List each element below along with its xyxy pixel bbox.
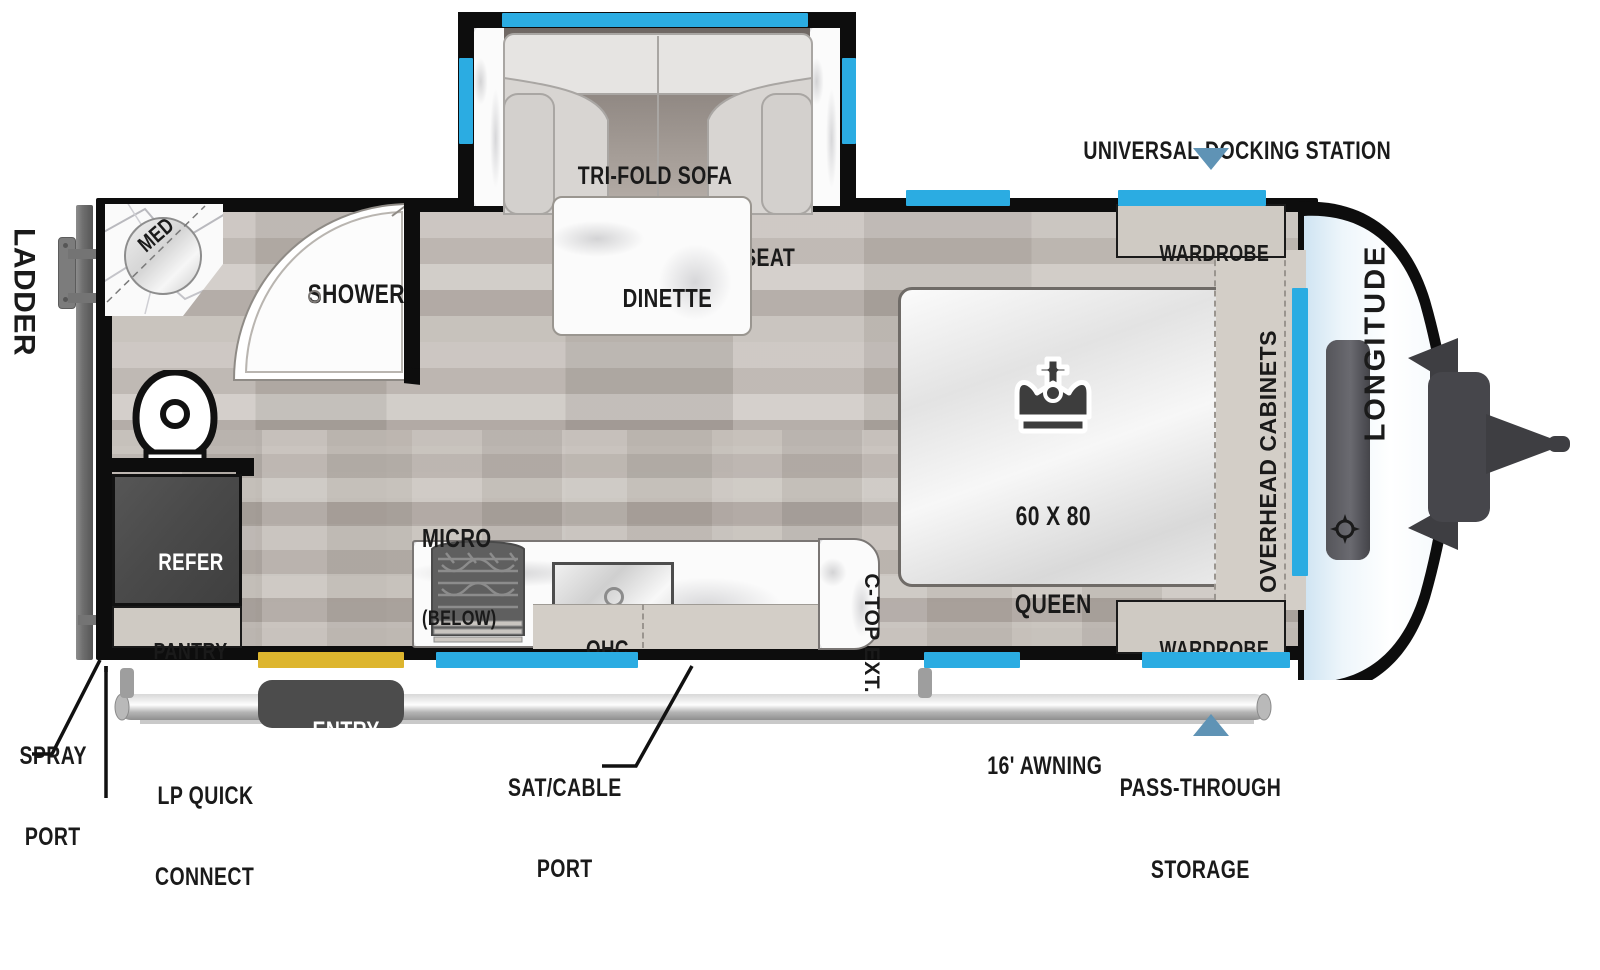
pass-through-storage-label: PASS-THROUGH STORAGE: [1119, 773, 1281, 885]
docking-station-arrow-icon: [1193, 148, 1229, 170]
window-top-front[interactable]: [1118, 190, 1266, 206]
pantry[interactable]: [112, 606, 242, 648]
refrigerator[interactable]: [112, 474, 242, 606]
ctop-ext-label: C-TOP EXT.: [860, 573, 884, 694]
kitchen-divider-counter: [112, 458, 244, 472]
window-slideout-left[interactable]: [459, 58, 473, 144]
shower-drain-icon: [308, 290, 321, 303]
sat-cable-leader: [602, 665, 694, 768]
refer-label: REFER: [158, 549, 225, 577]
window-slideout-right[interactable]: [842, 58, 856, 144]
ladder-label: LADDER: [7, 228, 41, 356]
ohc-divider: [642, 604, 644, 648]
window-bottom-front[interactable]: [1142, 652, 1290, 668]
window-top-mid[interactable]: [906, 190, 1010, 206]
overhead-cabinets[interactable]: [1216, 250, 1306, 610]
window-slideout-top[interactable]: [502, 13, 808, 27]
entry-badge[interactable]: [258, 680, 404, 728]
wardrobe-top-label: WARDROBE: [1159, 240, 1270, 267]
cooktop[interactable]: [428, 535, 528, 645]
floorplan-canvas: LADDER LONGITUDE: [7, 12, 1570, 891]
entry-door-threshold[interactable]: [258, 652, 404, 668]
awning-label: 16' AWNING: [987, 752, 1103, 781]
countertop-extension[interactable]: [818, 538, 880, 650]
hitch-assembly: [1408, 338, 1570, 550]
ladder-assembly: [58, 205, 106, 660]
awning-rail: [114, 668, 1272, 724]
bed-size-label: 60 X 80 QUEEN: [1014, 500, 1092, 619]
window-bottom-mid[interactable]: [924, 652, 1020, 668]
overhead-cabinet-band: [533, 604, 823, 649]
overhead-cabinets-edge: [1284, 250, 1286, 610]
bathroom-wall-foot: [404, 367, 420, 385]
tri-fold-sofa[interactable]: [498, 28, 818, 228]
slideout-wall-right: [810, 28, 840, 206]
shower-unit[interactable]: [232, 202, 412, 382]
overhead-cabinets-divider: [1214, 250, 1216, 610]
dinette-table[interactable]: [552, 196, 752, 336]
front-cap: [1298, 201, 1456, 680]
spray-port-leader: [32, 659, 102, 756]
micro-label: MICRO (BELOW): [422, 522, 497, 631]
entry-label: ENTRY: [312, 717, 380, 746]
wardrobe-top[interactable]: [1116, 204, 1286, 258]
bathroom-wall: [404, 198, 420, 383]
dinette-label: DINETTE: [622, 283, 713, 314]
crown-icon: [1014, 356, 1092, 434]
shower-label: SHOWER: [307, 279, 405, 310]
window-bottom-galley[interactable]: [436, 652, 638, 668]
med-cabinet[interactable]: [105, 204, 235, 319]
lp-quick-connect-leader: [104, 666, 108, 798]
kitchen-divider-counter-lip: [236, 458, 254, 476]
toilet[interactable]: [132, 370, 218, 470]
window-front-cap[interactable]: [1292, 288, 1308, 576]
compass-icon: [1330, 514, 1360, 544]
slideout-wall-left: [474, 28, 504, 206]
pantry-label: PANTRY: [153, 638, 228, 665]
